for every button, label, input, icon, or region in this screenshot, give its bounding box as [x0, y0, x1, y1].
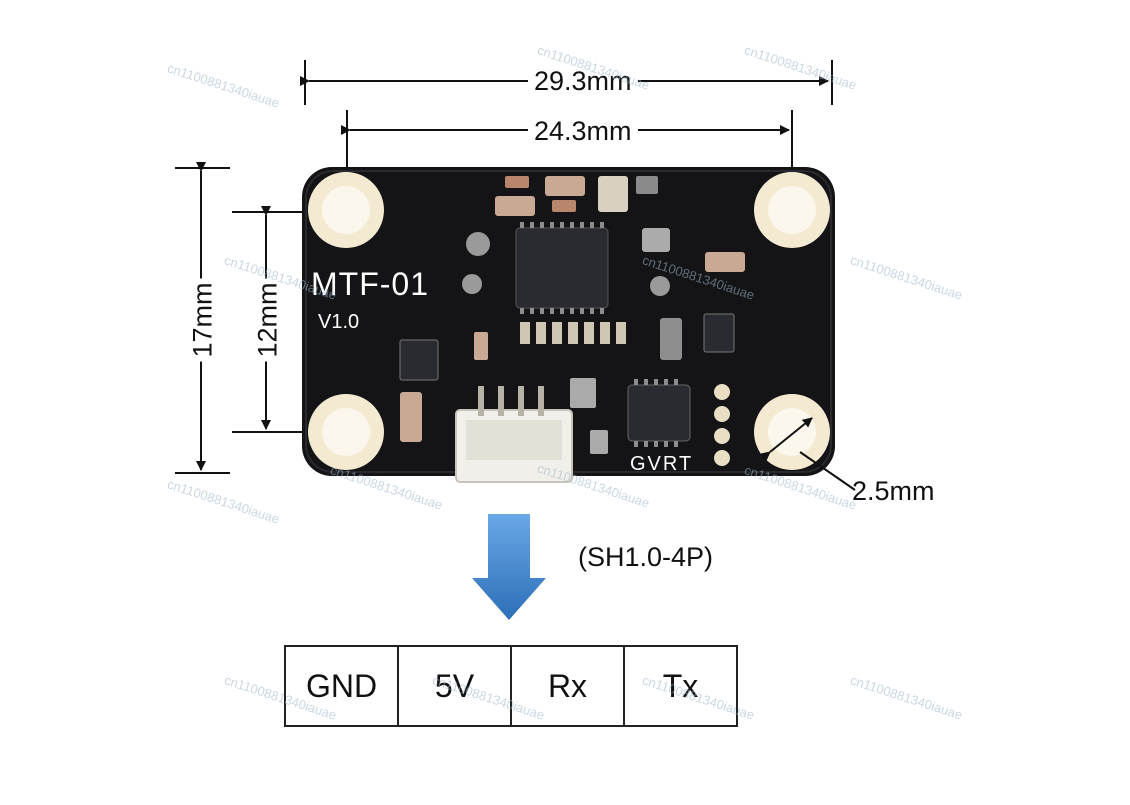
hole-width-label: 24.3mm — [528, 115, 638, 147]
hole-diameter-arrow — [759, 417, 813, 462]
mounting-hole-bottom-right — [754, 394, 830, 470]
sensor-chip — [627, 384, 691, 442]
pin-gnd: GND — [284, 645, 399, 727]
pin-5v: 5V — [397, 645, 512, 727]
solder-pads — [714, 384, 730, 466]
mounting-hole-top-right — [754, 172, 830, 248]
board-name: MTF-01 — [311, 266, 429, 302]
pin-tx: Tx — [623, 645, 738, 727]
connector-type-label: (SH1.0-4P) — [578, 542, 714, 572]
hole-diameter-label: 2.5mm — [852, 476, 935, 506]
pin-rx: Rx — [510, 645, 625, 727]
pcb-body — [302, 167, 835, 476]
resistor-array — [520, 322, 626, 344]
down-arrow-icon — [472, 514, 546, 620]
board-version: V1.0 — [318, 311, 360, 333]
pcb-board — [302, 167, 856, 491]
pinout-row: GND 5V Rx Tx — [284, 645, 738, 727]
chip-label: GVRT — [630, 453, 694, 475]
pinout-table: GND 5V Rx Tx — [284, 645, 738, 727]
sh-connector — [455, 386, 573, 483]
mounting-hole-top-left — [308, 172, 384, 248]
hole-diameter-leader — [799, 451, 856, 491]
smd-components — [399, 176, 745, 454]
outer-width-label: 29.3mm — [528, 65, 638, 97]
main-ic-chip — [515, 227, 609, 309]
hole-height-label: 12mm — [252, 278, 283, 362]
outer-height-label: 17mm — [187, 278, 218, 362]
mounting-hole-bottom-left — [308, 394, 384, 470]
